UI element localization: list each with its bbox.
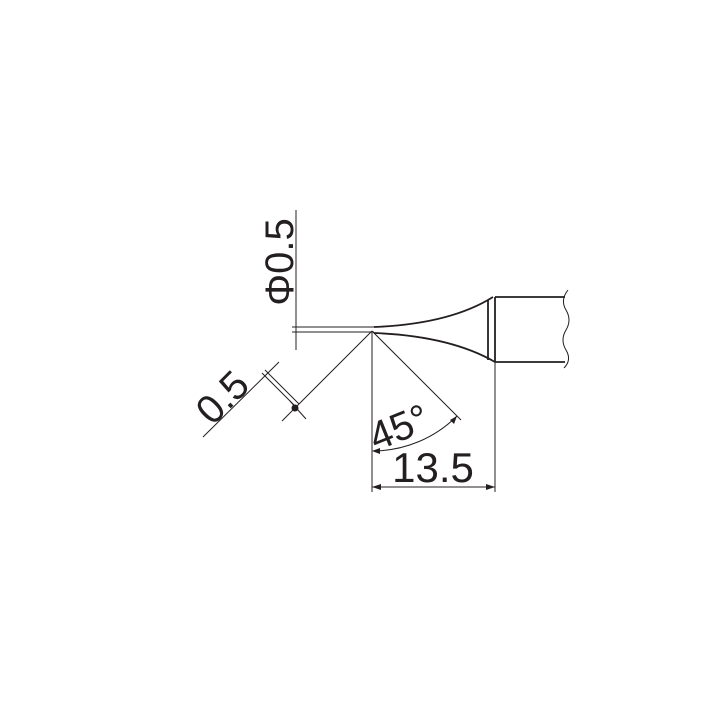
point-marker	[291, 404, 299, 412]
length-dimension: 13.5	[371, 331, 496, 492]
angle-dimension: 45°	[363, 330, 462, 460]
diameter-label: Φ0.5	[258, 218, 302, 306]
diameter-dimension: Φ0.5	[258, 210, 374, 350]
length-label: 13.5	[392, 444, 474, 491]
tip-outline	[373, 289, 570, 369]
offset-label: 0.5	[188, 363, 258, 433]
offset-dimension: 0.5	[188, 330, 373, 438]
